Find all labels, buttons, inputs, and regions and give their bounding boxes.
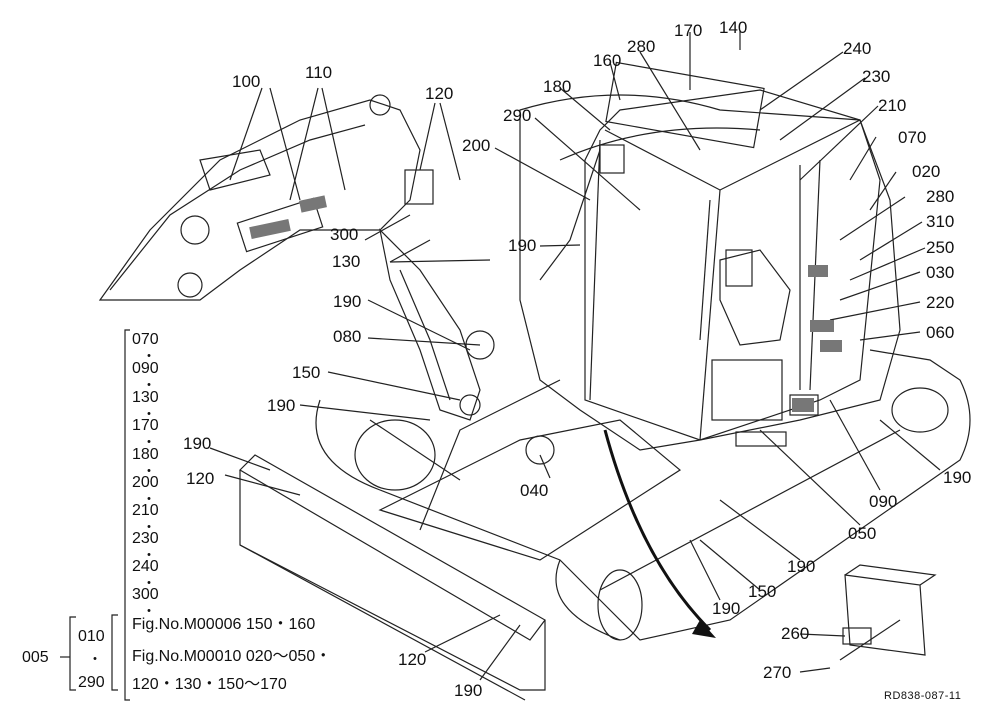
callout-210: 210: [878, 96, 907, 115]
callout-190: 190: [333, 292, 362, 311]
callout-190: 190: [183, 434, 212, 453]
callout-150: 150: [748, 582, 777, 601]
callout-070: 070: [898, 128, 927, 147]
part-list-separator: ・: [142, 463, 156, 479]
callout-110: 110: [305, 63, 333, 82]
part-list-separator: ・: [142, 377, 156, 393]
range-top: 010: [78, 628, 105, 645]
part-list-separator: ・: [142, 348, 156, 364]
fig-reference-2: Fig.No.M00010 020〜050・: [132, 648, 332, 665]
callout-190: 190: [508, 236, 537, 255]
callout-190: 190: [712, 599, 741, 618]
callout-130: 130: [332, 252, 361, 271]
callout-120: 120: [186, 469, 215, 488]
part-list-separator: ・: [142, 547, 156, 563]
callout-300: 300: [330, 225, 359, 244]
part-list-item-070: 070: [132, 331, 159, 348]
callout-190: 190: [454, 681, 483, 700]
part-list-item-130: 130: [132, 389, 159, 406]
callout-120: 120: [398, 650, 427, 669]
callout-140: 140: [719, 18, 748, 37]
callout-280: 280: [627, 37, 656, 56]
part-list-item-180: 180: [132, 446, 159, 463]
callout-020: 020: [912, 162, 941, 181]
callout-200: 200: [462, 136, 491, 155]
callout-190: 190: [943, 468, 972, 487]
range-separator: ・: [88, 651, 102, 667]
part-list-separator: ・: [142, 406, 156, 422]
callout-030: 030: [926, 263, 955, 282]
callout-040: 040: [520, 481, 549, 500]
callout-120: 120: [425, 84, 454, 103]
assembly-number: 005: [22, 649, 49, 666]
fig-reference-3: 120・130・150〜170: [132, 676, 287, 693]
part-list-item-200: 200: [132, 474, 159, 491]
part-list-separator: ・: [142, 434, 156, 450]
callout-240: 240: [843, 39, 872, 58]
callout-150: 150: [292, 363, 321, 382]
callout-080: 080: [333, 327, 362, 346]
callout-310: 310: [926, 212, 955, 231]
callout-180: 180: [543, 77, 572, 96]
callout-270: 270: [763, 663, 792, 682]
range-bottom: 290: [78, 674, 105, 691]
callout-230: 230: [862, 67, 891, 86]
part-list-item-240: 240: [132, 558, 159, 575]
callout-190: 190: [267, 396, 296, 415]
callout-050: 050: [848, 524, 877, 543]
callout-160: 160: [593, 51, 622, 70]
part-list-item-300: 300: [132, 586, 159, 603]
part-list-separator: ・: [142, 603, 156, 619]
callout-260: 260: [781, 624, 810, 643]
callout-060: 060: [926, 323, 955, 342]
part-list-item-170: 170: [132, 417, 159, 434]
callout-290: 290: [503, 106, 532, 125]
fig-reference-1: Fig.No.M00006 150・160: [132, 616, 316, 633]
part-list-item-090: 090: [132, 360, 159, 377]
callout-170: 170: [674, 21, 703, 40]
callout-090: 090: [869, 492, 898, 511]
callout-250: 250: [926, 238, 955, 257]
part-list-separator: ・: [142, 575, 156, 591]
part-list-item-230: 230: [132, 530, 159, 547]
part-list-separator: ・: [142, 519, 156, 535]
part-list-separator: ・: [142, 491, 156, 507]
drawing-id: RD838-087-11: [884, 690, 962, 702]
part-list-item-210: 210: [132, 502, 159, 519]
callout-190: 190: [787, 557, 816, 576]
callout-100: 100: [232, 72, 261, 91]
callout-220: 220: [926, 293, 955, 312]
callout-280: 280: [926, 187, 955, 206]
